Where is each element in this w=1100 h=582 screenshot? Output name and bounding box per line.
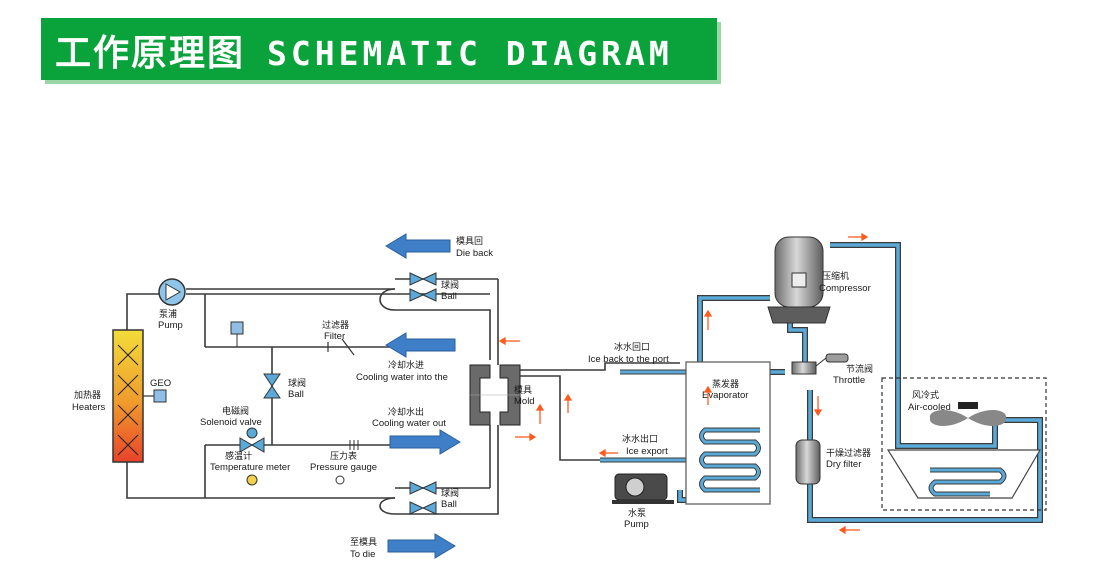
cooling-out-arrow	[389, 429, 461, 455]
dry-filter-label-cn: 干燥过滤器	[826, 447, 871, 459]
mold-icon	[469, 364, 521, 426]
cooling-in-label-cn: 冷却水进	[388, 359, 424, 371]
water-pump-label-en: Pump	[624, 519, 649, 530]
ice-export-label-cn: 冰水出口	[622, 433, 658, 445]
compressor-label-en: Compressor	[819, 283, 871, 294]
ice-back-label-cn: 冰水回口	[614, 341, 650, 353]
left-water-piping	[126, 278, 690, 515]
die-back-label-en: Die back	[456, 248, 493, 259]
pressure-label-cn: 压力表	[330, 450, 357, 462]
check-valves-icon	[349, 440, 359, 450]
air-cooled-enclosure	[881, 377, 1047, 511]
air-cooled-label-cn: 风冷式	[912, 389, 939, 401]
cooling-out-label-en: Cooling water out	[372, 418, 446, 429]
to-die-arrow	[387, 533, 456, 559]
mold-label-en: Mold	[514, 396, 535, 407]
ball-top-label-en: Ball	[441, 291, 457, 302]
to-die-label-en: To die	[350, 549, 375, 560]
ball-bottom-label-en: Ball	[441, 499, 457, 510]
die-back-arrow	[385, 233, 451, 259]
temp-meter-label-cn: 感温计	[225, 450, 252, 462]
compressor-label-cn: 压缩机	[822, 270, 849, 282]
thermometer-icon	[246, 474, 258, 486]
cooling-out-label-cn: 冷却水出	[388, 406, 424, 418]
header-banner: 工作原理图 SCHEMATIC DIAGRAM	[41, 18, 721, 84]
cooling-in-label-en: Cooling water into the	[356, 372, 448, 383]
air-cooled-label-en: Air-cooled	[908, 402, 951, 413]
mold-label-cn: 模具	[514, 385, 532, 396]
ball-valve-label-en: Ball	[288, 389, 304, 400]
dry-filter-label-en: Dry filter	[826, 459, 861, 470]
condenser-tray	[886, 449, 1042, 499]
throttle-icon	[791, 353, 849, 375]
pressure-label-en: Pressure gauge	[310, 462, 377, 473]
throttle-label-en: Throttle	[833, 375, 865, 386]
water-pump-icon	[612, 473, 674, 504]
to-die-label-cn: 至模具	[350, 537, 377, 548]
heaters-label-en: Heaters	[72, 402, 106, 413]
ice-back-label-en: Ice back to the port	[588, 354, 669, 365]
filter-label-cn: 过滤器	[322, 319, 349, 331]
geo-sensor-icon	[153, 389, 167, 403]
compressor-icon	[767, 236, 831, 324]
ice-export-label-en: Ice export	[626, 446, 668, 457]
ball-valve-bottom-icon	[409, 481, 437, 515]
heaters-label-cn: 加热器	[74, 389, 101, 401]
heater	[112, 329, 144, 463]
ball-valve-label-cn: 球阀	[288, 377, 306, 389]
filter-label-en: Filter	[324, 331, 345, 342]
solenoid-label-cn: 电磁阀	[222, 405, 249, 417]
pump-label-cn: 泵浦	[159, 308, 177, 320]
dry-filter-icon	[795, 439, 821, 485]
cooling-in-arrow	[385, 332, 456, 358]
fan-icon	[929, 402, 1007, 426]
title-english: SCHEMATIC DIAGRAM	[267, 34, 673, 73]
ball-valve-vertical-icon	[263, 373, 281, 399]
title-chinese: 工作原理图	[55, 33, 246, 74]
solenoid-label-en: Solenoid valve	[200, 417, 262, 428]
throttle-label-cn: 节流阀	[846, 363, 873, 375]
temp-meter-label-en: Temperature meter	[210, 462, 290, 473]
heater-cross-marks	[117, 344, 139, 456]
evaporator-label-en: Evaporator	[702, 390, 748, 401]
water-pump-label-cn: 水泵	[628, 507, 646, 519]
sensor-box-icon	[230, 321, 244, 335]
filter-icon	[327, 338, 355, 356]
ball-valve-top-icon	[409, 272, 437, 302]
pump-label-en: Pump	[158, 320, 183, 331]
evaporator-label-cn: 蒸发器	[712, 378, 739, 390]
solenoid-valve-icon	[239, 427, 265, 453]
flow-direction-markers	[498, 232, 869, 535]
geo-label: GEO	[150, 378, 171, 389]
pressure-gauge-icon	[335, 475, 345, 485]
page-title: 工作原理图 SCHEMATIC DIAGRAM	[55, 24, 673, 76]
die-back-label-cn: 模具回	[456, 236, 483, 247]
ball-bottom-label-cn: 球阀	[441, 487, 459, 499]
ball-top-label-cn: 球阀	[441, 279, 459, 291]
